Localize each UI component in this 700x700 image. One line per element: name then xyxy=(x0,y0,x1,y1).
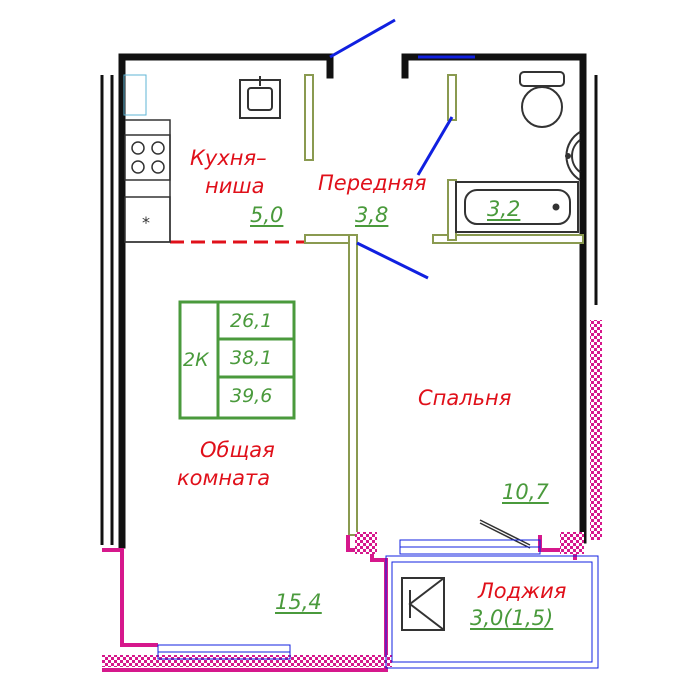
hallway-area: 3,8 xyxy=(355,203,389,227)
living-room-label-line2: комната xyxy=(177,466,271,490)
windows xyxy=(157,539,599,669)
toilet-icon xyxy=(519,71,565,128)
hatch-right-wall xyxy=(590,320,602,540)
loggia-label: Лоджия xyxy=(478,579,567,603)
fridge-icon: * xyxy=(142,213,150,232)
washbasin-icon xyxy=(565,131,581,181)
bathroom-area: 3,2 xyxy=(487,197,521,221)
window-top-left xyxy=(123,74,147,116)
living-room-label-line1: Общая xyxy=(200,438,275,462)
ac-unit-icon xyxy=(401,577,445,631)
bathroom-door xyxy=(416,116,454,176)
sink-icon xyxy=(239,76,281,119)
apartment-type: 2К xyxy=(183,349,209,371)
kitchen-label-line1: Кухня– xyxy=(190,146,267,170)
total-with-loggia-value: 39,6 xyxy=(230,385,273,407)
left-facade-lines xyxy=(100,75,598,545)
hatch-bottom xyxy=(102,655,392,667)
exterior-walls xyxy=(118,53,587,549)
entrance-door xyxy=(329,18,396,59)
loggia-door xyxy=(479,519,531,549)
living-area-value: 26,1 xyxy=(230,310,273,332)
total-area-value: 38,1 xyxy=(230,347,273,369)
bedroom-label: Спальня xyxy=(418,386,512,410)
loggia-area: 3,0(1,5) xyxy=(470,606,554,630)
living-room-area: 15,4 xyxy=(275,590,322,614)
bedroom-door xyxy=(356,241,429,280)
summary-table xyxy=(178,300,296,420)
hatch-loggia-corner xyxy=(355,532,377,554)
kitchen-area: 5,0 xyxy=(250,203,284,227)
partitions xyxy=(304,74,584,536)
kitchen-label-line2: ниша xyxy=(205,174,265,198)
bedroom-area: 10,7 xyxy=(502,480,549,504)
kitchen-counter xyxy=(124,119,171,243)
bathtub-icon xyxy=(455,181,579,233)
hallway-label: Передняя xyxy=(318,171,427,195)
hatch-loggia-right xyxy=(560,532,584,554)
doors xyxy=(329,18,475,280)
